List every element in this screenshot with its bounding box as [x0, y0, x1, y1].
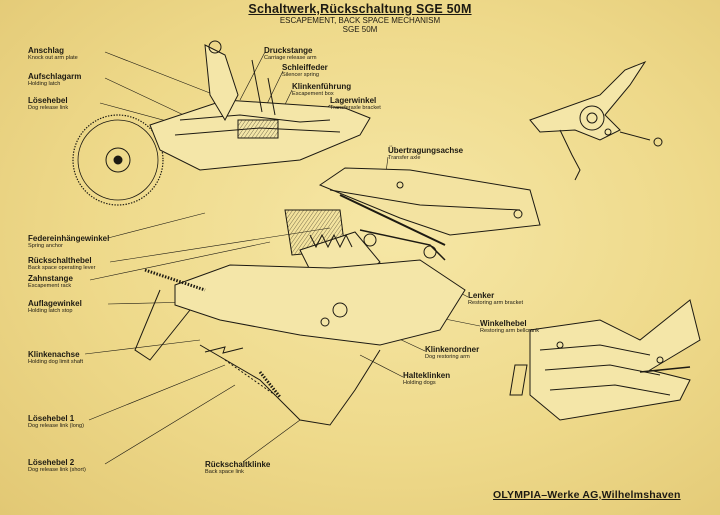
- back-space-assembly: [134, 209, 466, 426]
- diagram-subtitle: ESCAPEMENT, BACK SPACE MECHANISM: [279, 16, 441, 25]
- escapement-box: [149, 40, 371, 171]
- publisher-footer: OLYMPIA–Werke AG,Wilhelmshaven: [493, 489, 681, 501]
- diagram-model: SGE 50M: [342, 25, 378, 34]
- diagram-title: Schaltwerk,Rückschaltung SGE 50M: [248, 2, 472, 16]
- holding-dogs-detail: [509, 299, 701, 421]
- escapement-wheel: [72, 114, 164, 206]
- transfer-axle-frame: [318, 167, 541, 246]
- bellcrank-detail: [529, 60, 663, 181]
